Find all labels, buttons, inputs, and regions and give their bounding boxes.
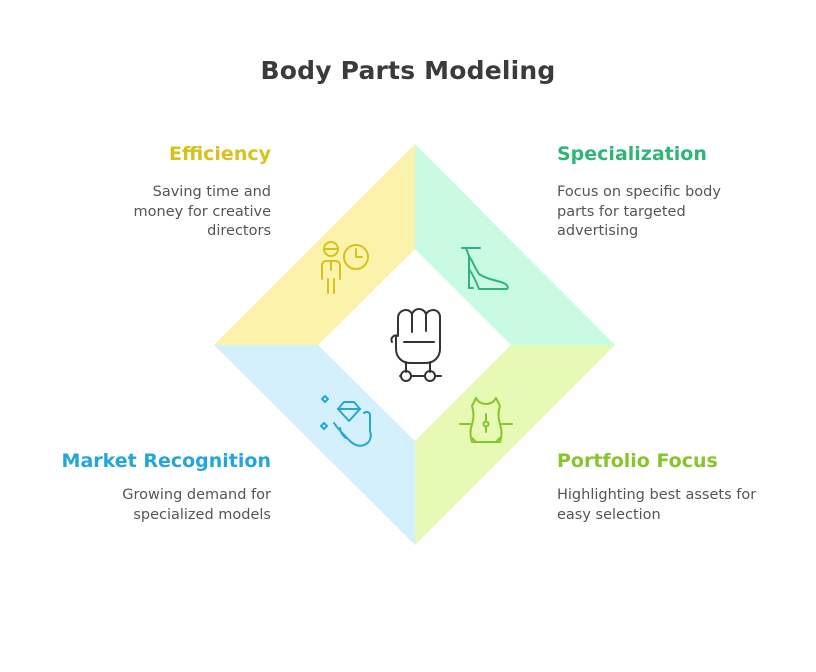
quadrant-efficiency (214, 144, 415, 345)
page-title: Body Parts Modeling (260, 56, 556, 85)
high-heel-shoe-icon (461, 247, 509, 290)
torso-target-icon (459, 397, 513, 443)
quadrant-specialization (415, 144, 615, 345)
heading-portfolio-focus: Portfolio Focus (557, 450, 718, 472)
desc-specialization: Focus on specific body parts for targete… (557, 184, 721, 239)
quadrant-portfolio-focus (415, 345, 615, 545)
person-clock-icon (321, 241, 369, 294)
desc-portfolio-focus: Highlighting best assets for easy select… (557, 487, 757, 523)
desc-efficiency: Saving time and money for creative direc… (133, 184, 271, 239)
heading-efficiency: Efficiency (168, 143, 271, 165)
heading-specialization: Specialization (557, 143, 707, 165)
desc-market-recognition: Growing demand for specialized models (122, 487, 271, 523)
heading-market-recognition: Market Recognition (61, 450, 271, 472)
fist-icon (390, 308, 442, 382)
hand-gem-icon (320, 395, 372, 447)
quadrant-market-recognition (214, 345, 415, 545)
